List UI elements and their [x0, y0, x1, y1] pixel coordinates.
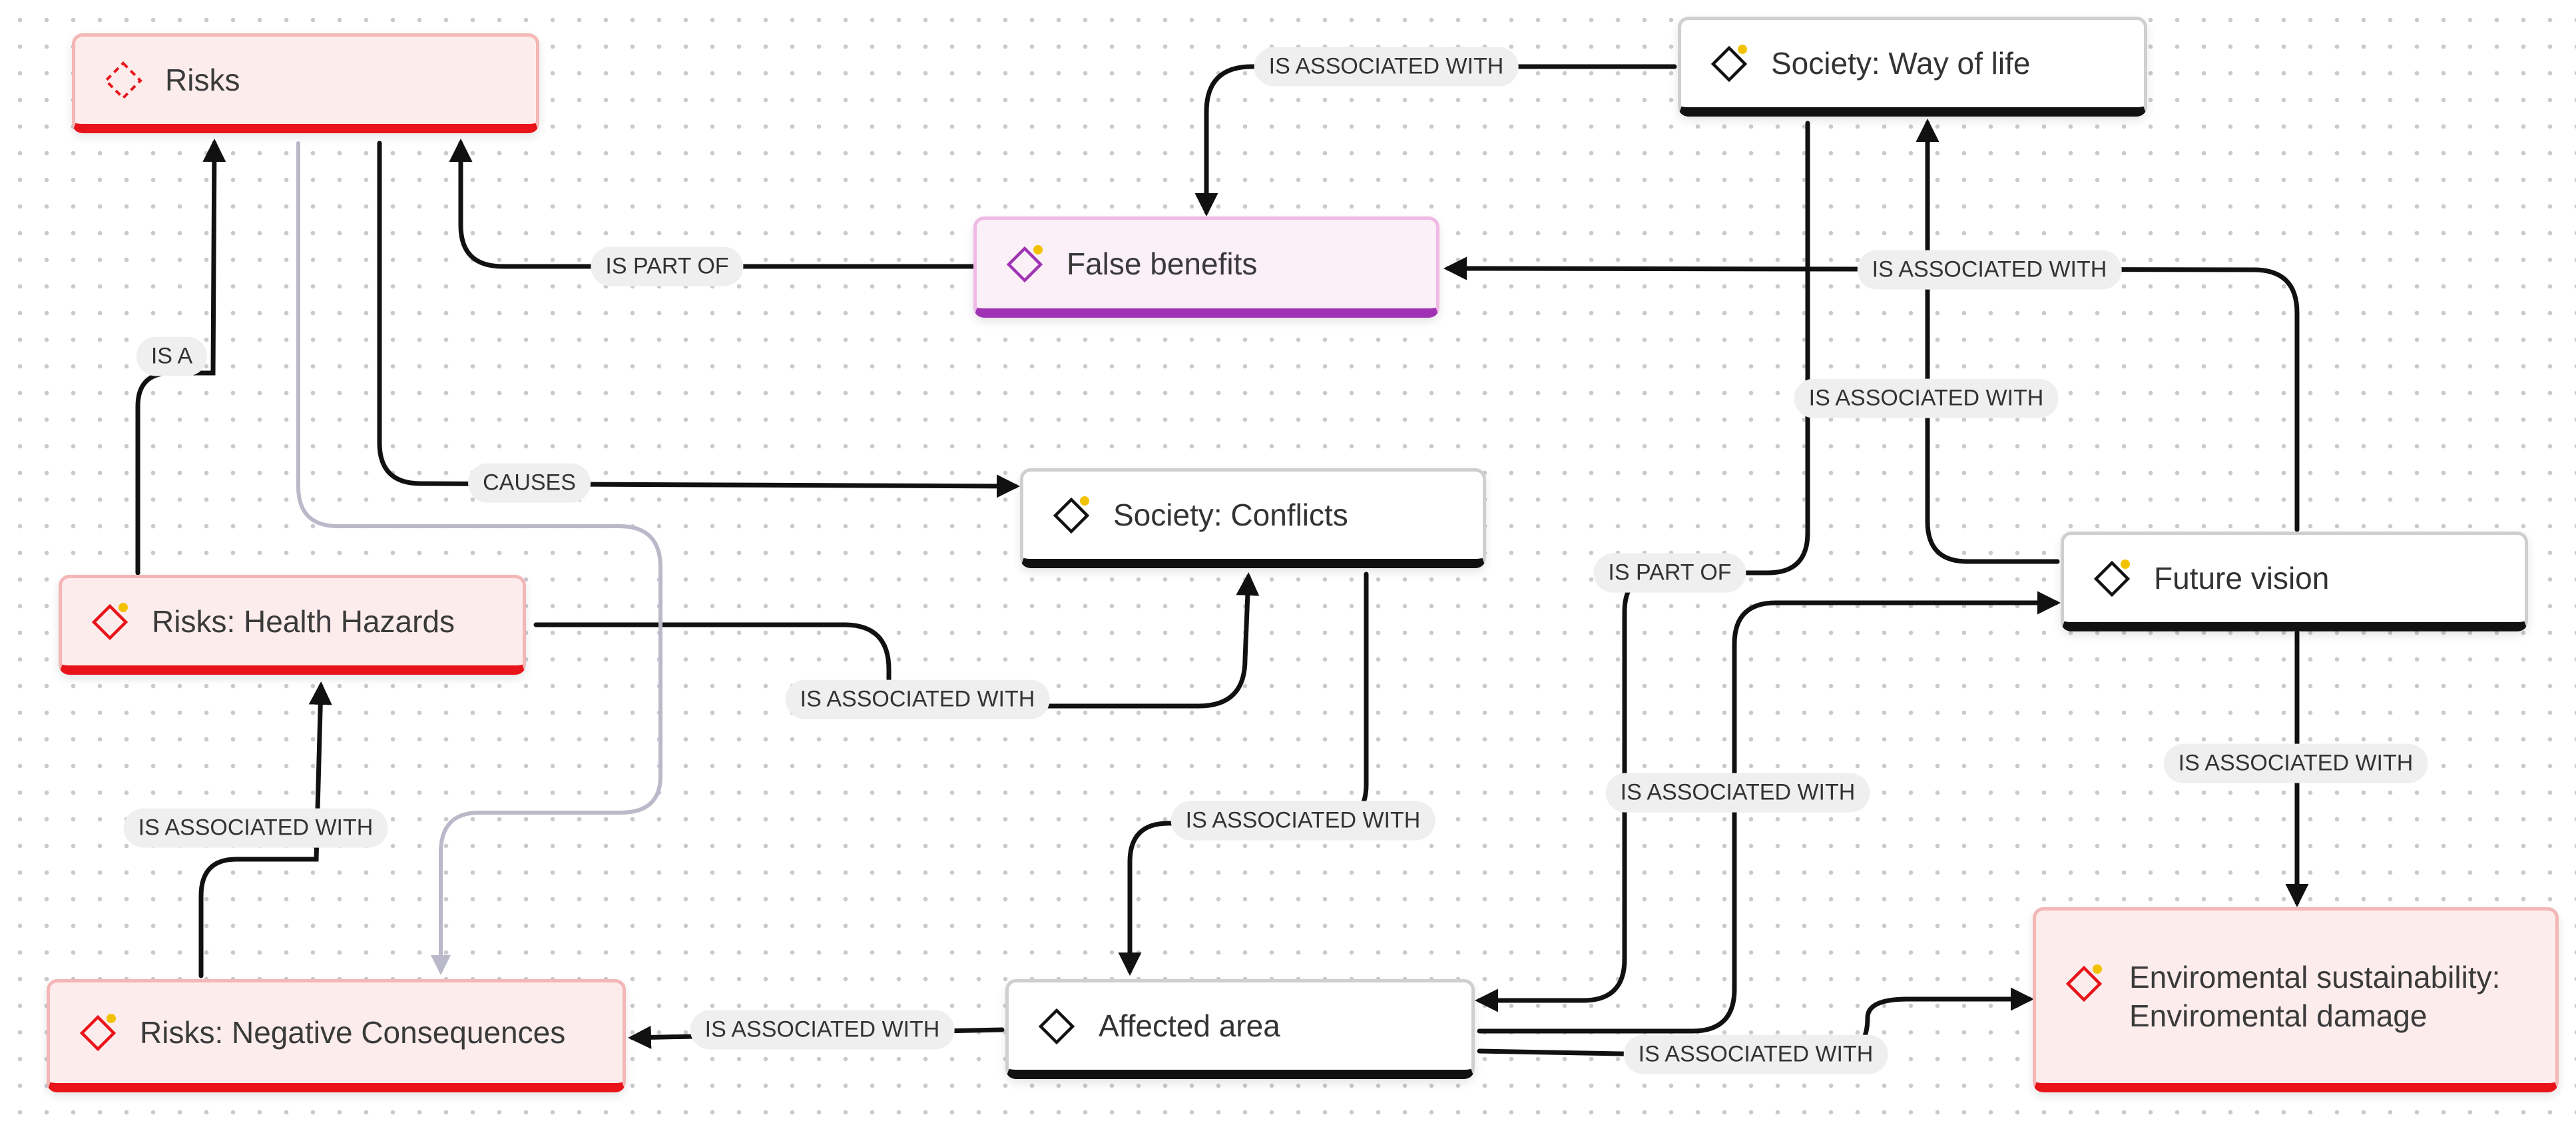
node-label: Society: Conflicts: [1113, 497, 1348, 532]
edge-label: IS ASSOCIATED WITH: [690, 1010, 955, 1050]
diamond-icon: [1710, 44, 1748, 82]
node-health-hazards[interactable]: Risks: Health Hazards: [59, 575, 526, 675]
edge-label: IS ASSOCIATED WITH: [1170, 801, 1435, 841]
edge-label: IS A: [136, 336, 208, 376]
edge-label: IS ASSOCIATED WITH: [2163, 743, 2428, 783]
node-label: False benefits: [1067, 246, 1258, 281]
edge-negconsequences-healthhazards[interactable]: [198, 681, 332, 978]
node-label: Risks: [165, 62, 240, 97]
edge-label: IS ASSOCIATED WITH: [1857, 250, 2122, 290]
node-label: Society: Way of life: [1771, 45, 2031, 81]
edge-label: CAUSES: [468, 463, 591, 503]
node-negative-consequences[interactable]: Risks: Negative Consequences: [47, 979, 626, 1092]
diamond-icon: [79, 1013, 117, 1051]
edge-risks-negconsequences[interactable]: [296, 141, 662, 975]
node-label: Risks: Negative Consequences: [140, 1014, 566, 1050]
node-label: Risks: Health Hazards: [152, 603, 455, 639]
diamond-icon: [1053, 496, 1090, 534]
node-risks[interactable]: Risks: [72, 33, 539, 133]
node-affected-area[interactable]: Affected area: [1005, 979, 1475, 1079]
diamond-icon: [1006, 244, 1043, 282]
diamond-icon: [2065, 964, 2103, 1002]
edge-label: IS ASSOCIATED WITH: [123, 808, 388, 848]
edge-label: IS ASSOCIATED WITH: [1254, 47, 1519, 87]
node-label: Enviromental sustainability: Enviromenta…: [2129, 960, 2501, 1033]
diamond-icon: [2093, 559, 2131, 597]
edge-label: IS ASSOCIATED WITH: [1605, 773, 1870, 813]
edge-label: IS PART OF: [1593, 553, 1746, 593]
node-future-vision[interactable]: Future vision: [2061, 532, 2528, 631]
node-label: Affected area: [1099, 1008, 1280, 1043]
edge-affectedarea-futurevision[interactable]: [1477, 591, 2061, 1034]
edge-wayoflife-falsebenefits[interactable]: [1194, 64, 1677, 216]
edge-label: IS PART OF: [591, 246, 744, 286]
edge-label: IS ASSOCIATED WITH: [785, 679, 1050, 719]
dashed-diamond-icon: [104, 61, 142, 100]
node-label: Future vision: [2154, 560, 2330, 595]
edge-futurevision-wayoflife[interactable]: [1916, 119, 2060, 564]
diamond-icon: [91, 602, 129, 640]
node-way-of-life[interactable]: Society: Way of life: [1678, 17, 2147, 117]
edge-risks-conflicts[interactable]: [377, 141, 1020, 498]
node-false-benefits[interactable]: False benefits: [973, 216, 1439, 318]
edge-futurevision-falsebenefits[interactable]: [1443, 256, 2300, 532]
node-environmental-damage[interactable]: Enviromental sustainability: Enviromenta…: [2033, 907, 2559, 1092]
edge-label: IS ASSOCIATED WITH: [1623, 1034, 1888, 1074]
node-conflicts[interactable]: Society: Conflicts: [1020, 468, 1486, 568]
edge-falsebenefits-risks[interactable]: [449, 139, 976, 269]
edge-label: IS ASSOCIATED WITH: [1794, 378, 2059, 418]
diamond-icon: [1038, 1008, 1075, 1044]
